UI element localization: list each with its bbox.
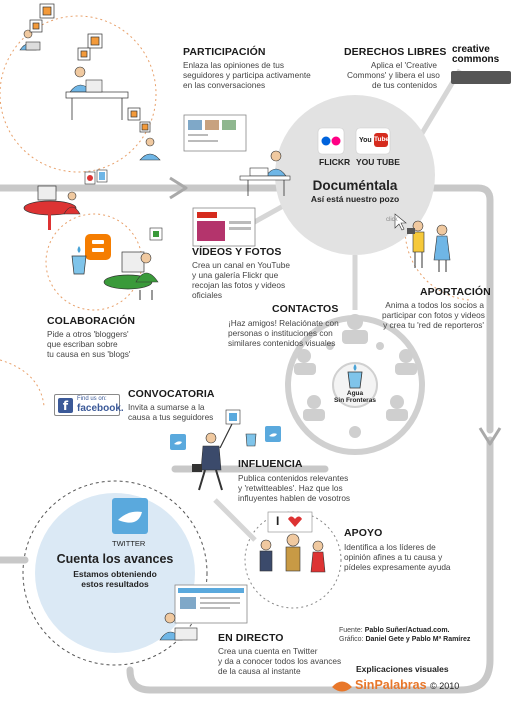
participacion-desc: Enlaza las opiniones de tus seguidores y… [183, 60, 311, 90]
apoyo-title: APOYO [344, 527, 383, 539]
youtube-logo-you: You [359, 137, 372, 144]
contactos-title: CONTACTOS [272, 303, 339, 315]
person-laptop-icon [139, 137, 161, 161]
i-love-label: I [276, 514, 280, 528]
water-glass-icon [347, 371, 363, 389]
facebook-wordmark: facebook. [77, 403, 124, 414]
facebook-icon: f [58, 398, 73, 413]
influencia-title: INFLUENCIA [238, 458, 303, 470]
derechos-title: DERECHOS LIBRES [344, 46, 447, 58]
colaboracion-title: COLABORACIÓN [47, 315, 136, 327]
camera-icon [407, 228, 415, 234]
aportacion-desc: Anima a todos los socios a participar co… [382, 300, 485, 330]
videos-title: VÍDEOS Y FOTOS [192, 246, 282, 258]
person-laptop-icon [19, 29, 41, 51]
cursor-icon [394, 213, 407, 231]
speech-bubble-icon [29, 3, 151, 133]
videos-desc: Crea un canal en YouTube y una galería F… [192, 260, 290, 300]
colaboracion-desc: Pide a otros 'bloggers' que escriban sob… [47, 329, 131, 359]
heart-icon [267, 511, 313, 533]
water-glass-icon [245, 433, 257, 447]
twitter-icon [170, 434, 186, 450]
flow-path [0, 184, 494, 694]
cuenta-dashed-circle [22, 480, 208, 666]
brand-sinpalabras: SinPalabras © 2010 [355, 678, 460, 692]
credits: Fuente: Pablo Suñer/Actuad.com. Gráfico:… [339, 627, 471, 643]
flow-arrow-1 [169, 176, 188, 200]
convocatoria-desc: Invita a sumarse a la causa a tus seguid… [128, 402, 214, 422]
live-browser [174, 584, 248, 624]
contactos-desc: ¡Haz amigos! Relaciónate con personas o … [228, 318, 339, 348]
businessman-icon [192, 409, 241, 491]
flickr-icon [317, 127, 345, 155]
facebook-find-us: Find us on: [77, 396, 107, 402]
influencia-desc: Publica contenidos relevantes y 'retwitt… [238, 473, 351, 503]
participation-dashed-circle [0, 15, 157, 173]
convocatoria-title: CONVOCATORIA [128, 388, 215, 400]
leaders-group [259, 533, 326, 573]
series-label: Explicaciones visuales [356, 664, 449, 674]
sinpalabras-logo-icon [332, 681, 352, 692]
water-glass-icon [71, 255, 87, 275]
contacts-people [294, 314, 417, 438]
youtube-logo-text: Tube [374, 136, 390, 143]
directo-desc: Crea una cuenta en Twitter y da a conoce… [218, 646, 342, 676]
camera-people [407, 220, 451, 272]
blogger-icon [85, 234, 111, 260]
youtube-icon [355, 127, 391, 155]
flickr-screenshot [183, 114, 247, 152]
person-laptop-icon [159, 612, 198, 641]
person-laptop-icon [239, 150, 291, 196]
flow-arrow-2 [478, 427, 502, 446]
click-label: click [386, 217, 398, 223]
person-laptop-icon [65, 66, 129, 120]
cuenta-circle [35, 493, 195, 653]
twitter-icon [112, 498, 148, 534]
youtube-screenshot [192, 207, 256, 247]
youtube-label: YOU TUBE [356, 157, 400, 167]
documentala-title: Documéntala [312, 178, 398, 193]
directo-title: EN DIRECTO [218, 632, 284, 644]
flickr-label: FLICKR [319, 157, 351, 167]
cuenta-title: Cuenta los avances [56, 552, 174, 566]
participacion-title: PARTICIPACIÓN [183, 46, 266, 58]
twitter-icon [265, 426, 281, 442]
facebook-badge[interactable]: f Find us on: facebook. [54, 394, 124, 416]
derechos-desc: Aplica el 'Creative Commons' y libera el… [347, 60, 440, 90]
person-desk-green [103, 227, 163, 300]
apoyo-desc: Identifica a los líderes de opinión afin… [344, 542, 451, 572]
blog-desk [23, 169, 108, 230]
aportacion-title: APORTACIÓN [420, 286, 491, 298]
documentala-subtitle: Así está nuestro pozo [310, 194, 400, 204]
twitter-label: TWITTER [112, 539, 146, 548]
